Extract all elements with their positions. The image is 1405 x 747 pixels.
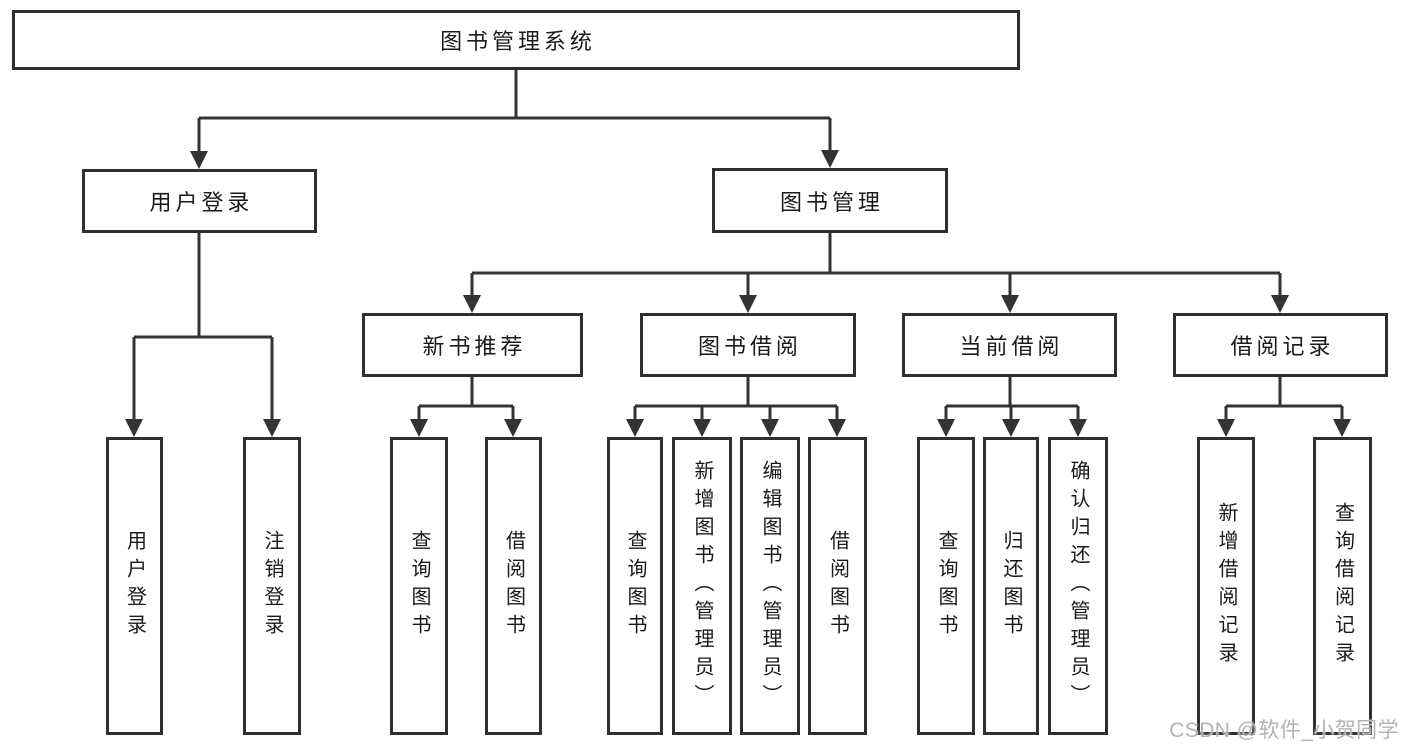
connector-user-login-children [132,233,274,420]
node-cb-return-book: 归还图书 [983,437,1039,735]
arrowheads [125,150,1351,437]
node-br-query-record: 查询借阅记录 [1313,437,1372,735]
node-leaf-logout: 注销登录 [243,437,301,735]
node-root: 图书管理系统 [12,10,1020,70]
node-cb-confirm-return: 确认归还（管理员） [1048,437,1108,735]
arrowhead-down-icon [410,419,428,437]
connector-book-mgmt-children [470,233,1282,296]
connector-root-split [197,70,832,152]
connector-new-book-rec-children [417,377,515,420]
arrowhead-down-icon [626,419,644,437]
arrowhead-down-icon [1333,419,1351,437]
node-user-login: 用户登录 [82,169,317,233]
arrowhead-down-icon [190,151,208,169]
arrowhead-down-icon [761,419,779,437]
csdn-watermark: CSDN @软件_小贺同学 [1169,719,1399,742]
node-borrow-record: 借阅记录 [1173,313,1388,377]
node-br-add-record: 新增借阅记录 [1197,437,1255,735]
arrowhead-down-icon [1002,419,1020,437]
arrowhead-down-icon [1001,295,1019,313]
node-bb-query-book: 查询图书 [607,437,663,735]
node-nbr-borrow-book: 借阅图书 [485,437,542,735]
node-book-mgmt: 图书管理 [712,168,948,233]
node-cb-query-book: 查询图书 [917,437,975,735]
node-bb-add-book: 新增图书（管理员） [672,437,732,735]
arrowhead-down-icon [937,419,955,437]
connector-lines [132,70,1344,420]
connector-current-borrow-children [944,377,1080,420]
connector-book-borrow-children [633,377,839,420]
arrowhead-down-icon [739,295,757,313]
arrowhead-down-icon [1069,419,1087,437]
node-bb-borrow-book: 借阅图书 [808,437,867,735]
arrowhead-down-icon [1217,419,1235,437]
node-nbr-query-book: 查询图书 [390,437,448,735]
arrowhead-down-icon [463,295,481,313]
node-current-borrow: 当前借阅 [902,313,1117,377]
connector-borrow-record-children [1224,377,1344,420]
node-book-borrow: 图书借阅 [640,313,856,377]
arrowhead-down-icon [125,419,143,437]
arrowhead-down-icon [263,419,281,437]
arrowhead-down-icon [504,419,522,437]
arrowhead-down-icon [1271,295,1289,313]
node-leaf-user-login: 用户登录 [106,437,163,735]
arrowhead-down-icon [821,150,839,168]
arrowhead-down-icon [828,419,846,437]
node-new-book-rec: 新书推荐 [362,313,583,377]
node-bb-edit-book: 编辑图书（管理员） [740,437,800,735]
arrowhead-down-icon [693,419,711,437]
